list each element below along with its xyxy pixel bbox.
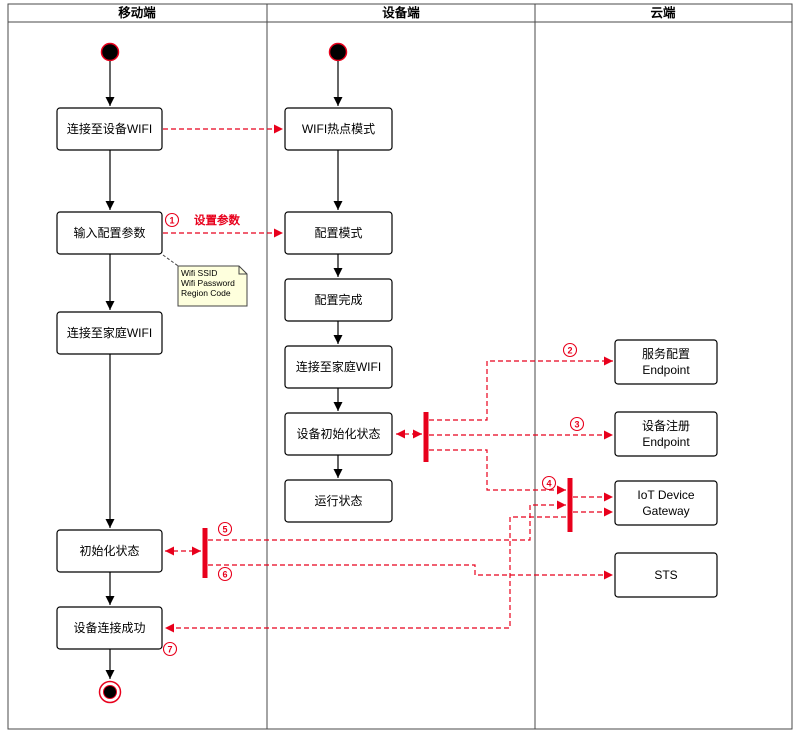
service-label-line2: Endpoint [642,363,690,377]
note-line-2: Wifi Password [181,278,235,288]
step-badge-1: 1 设置参数 [164,212,240,228]
note-fold [238,266,247,275]
step-badge-circle [569,416,585,432]
activity-box [56,529,163,573]
lane-header-mobile: 移动端 [118,5,156,20]
activity-running-state: 运行状态 [284,479,393,523]
note-body [177,265,248,307]
step-badge-number: 1 [169,215,174,225]
activity-box [56,211,163,255]
step-badge-number: 3 [574,419,579,429]
activity-box [284,412,393,456]
lane-header-device: 设备端 [382,5,420,20]
activity-device-connect-success: 设备连接成功 [56,606,163,650]
activity-label: 设备连接成功 [73,620,145,635]
device-register-endpoint: 设备注册 Endpoint [614,411,718,457]
activity-label: 配置完成 [314,292,362,307]
activity-connect-device-wifi: 连接至设备WIFI [56,107,163,151]
sts-service: STS [614,552,718,598]
service-box [614,552,718,598]
step-badge-3: 3 [569,416,585,432]
note-connector [162,254,182,269]
step-badge-number: 5 [222,524,227,534]
service-box [614,411,718,457]
wifi-note: Wifi SSID Wifi Password Region Code [162,254,248,307]
step-badge-number: 4 [546,478,551,488]
activity-box [284,278,393,322]
service-config-endpoint: 服务配置 Endpoint [614,339,718,385]
step-badge-4: 4 [541,475,557,491]
message-arrow-service-config [429,356,613,421]
service-label-line1: 服务配置 [642,346,690,361]
activity-label: 初始化状态 [79,544,139,558]
sync-bar-mobile [202,528,208,578]
activity-label: 配置模式 [314,226,362,240]
activity-box [56,107,163,151]
activity-connect-home-wifi-device: 连接至家庭WIFI [284,345,393,389]
activity-box [284,345,393,389]
step-badge-number: 2 [567,345,572,355]
activity-input-config-params: 输入配置参数 [56,211,163,255]
message-arrow-sts [208,564,613,580]
activity-device-init-state: 设备初始化状态 [284,412,393,456]
activity-label: WIFI热点模式 [302,122,375,136]
end-node-mobile [98,680,122,704]
start-node-device [328,42,348,62]
service-label: STS [654,568,677,582]
message-arrow-gateway-connect [429,449,566,495]
diagram-frame [7,3,793,730]
note-line-1: Wifi SSID [181,268,217,278]
service-label-line1: 设备注册 [642,418,690,433]
iot-device-gateway: IoT Device Gateway [614,480,718,526]
service-label-line2: Endpoint [642,435,690,449]
activity-init-state: 初始化状态 [56,529,163,573]
activity-config-mode: 配置模式 [284,211,393,255]
service-box [614,339,718,385]
step-badge-circle [164,212,180,228]
activity-config-done: 配置完成 [284,278,393,322]
step-badge-circle [162,641,178,657]
activity-connect-home-wifi-mobile: 连接至家庭WIFI [56,311,163,355]
activity-wifi-hotspot-mode: WIFI热点模式 [284,107,393,151]
activity-box [284,211,393,255]
step-badge-circle [541,475,557,491]
start-node-mobile [100,42,120,62]
step-badge-number: 7 [167,644,172,654]
activity-box [284,479,393,523]
step-badge-7: 7 [162,641,178,657]
activity-label: 连接至家庭WIFI [67,325,152,340]
activity-label: 输入配置参数 [73,225,145,240]
activity-box [56,606,163,650]
service-label-line2: Gateway [642,504,689,518]
step-badge-circle [217,521,233,537]
step-badge-circle [562,342,578,358]
step-badge-5: 5 [217,521,233,537]
activity-box [284,107,393,151]
step-badge-number: 6 [222,569,227,579]
service-box [614,480,718,526]
message-arrow-mobile-to-gateway [208,500,566,541]
message-arrow-connect-success [165,516,566,633]
step-1-label: 设置参数 [194,213,240,227]
step-badge-2: 2 [562,342,578,358]
end-node-ring [98,680,122,704]
step-badge-circle [217,566,233,582]
sync-bar-device [423,412,429,462]
activity-label: 连接至设备WIFI [67,121,152,136]
lane-header-cloud: 云端 [650,5,676,20]
sync-bar-cloud [567,478,573,532]
service-label-line1: IoT Device [637,488,694,502]
activity-box [56,311,163,355]
step-badge-6: 6 [217,566,233,582]
activity-label: 运行状态 [314,494,362,508]
activity-label: 连接至家庭WIFI [296,359,381,374]
end-node-dot [103,685,117,699]
activity-label: 设备初始化状态 [296,427,380,441]
note-line-3: Region Code [181,288,231,298]
